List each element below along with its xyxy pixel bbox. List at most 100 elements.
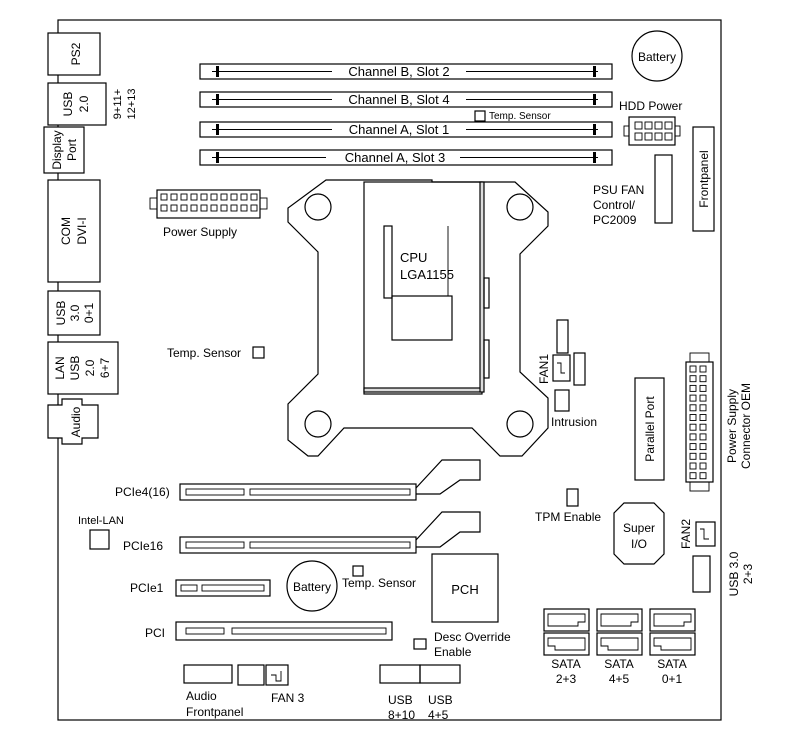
sata-23-label-b: 2+3 xyxy=(556,672,577,686)
usb-810-header: USB 8+10 xyxy=(379,664,421,722)
connector-pin xyxy=(699,472,707,480)
sata-connector-23: SATA 2+3 xyxy=(543,608,590,686)
usb30-right-label-b: 2+3 xyxy=(741,563,755,584)
super-io-label-b: I/O xyxy=(631,537,647,551)
desc-override-label-b: Enable xyxy=(434,645,472,659)
pcie4-slot: PCIe4(16) xyxy=(115,459,481,501)
sata-23-label-a: SATA xyxy=(551,657,581,671)
pcie1-slot: PCIe1 xyxy=(130,579,271,597)
connector-pin xyxy=(210,193,218,201)
audio-fp-label-b: Frontpanel xyxy=(186,705,243,719)
pcie1-label: PCIe1 xyxy=(130,581,164,595)
pci-slot: PCI xyxy=(145,621,393,641)
connector-pin xyxy=(220,193,228,201)
temp-sensor-bottom-label: Temp. Sensor xyxy=(342,576,416,590)
connector-pin xyxy=(230,193,238,201)
connector-pin xyxy=(190,204,198,212)
fan3-label: FAN 3 xyxy=(271,691,305,705)
battery-bottom-label: Battery xyxy=(293,580,331,594)
intel-lan-chip: Intel-LAN xyxy=(78,515,124,550)
connector-pin xyxy=(689,394,697,402)
frontpanel-label: Frontpanel xyxy=(697,150,711,207)
connector-pin xyxy=(160,204,168,212)
display-port: Display Port xyxy=(43,126,85,174)
audio-jack: Audio xyxy=(47,398,99,445)
connector-pin xyxy=(699,404,707,412)
sata-45-label-a: SATA xyxy=(604,657,634,671)
psu-fan-label-c: PC2009 xyxy=(593,213,637,227)
connector-pin xyxy=(689,404,697,412)
connector-pin xyxy=(689,433,697,441)
atx-pins xyxy=(160,193,258,212)
dimm-b2-label: Channel B, Slot 2 xyxy=(348,64,449,79)
usb45-label-a: USB xyxy=(428,693,453,707)
power-supply-label: Power Supply xyxy=(163,225,237,239)
com-dvi-port: COM DVI-I xyxy=(47,179,101,283)
connector-pin xyxy=(200,204,208,212)
hdd-power-connector: HDD Power xyxy=(619,99,682,146)
pch-label: PCH xyxy=(451,582,478,597)
tpm-enable-label: TPM Enable xyxy=(535,510,601,524)
lan-label-a: LAN xyxy=(53,356,67,379)
sata-45-label-b: 4+5 xyxy=(609,672,630,686)
hdd-power-label: HDD Power xyxy=(619,99,682,113)
sata-01-label-a: SATA xyxy=(657,657,687,671)
parallel-port-label: Parallel Port xyxy=(643,396,657,462)
dimm-a1-label: Channel A, Slot 1 xyxy=(349,122,449,137)
fan2-header: FAN2 xyxy=(679,519,716,549)
battery-top: Battery xyxy=(631,30,683,82)
pch-chip: PCH xyxy=(431,553,499,623)
connector-pin xyxy=(699,365,707,373)
usb810-label-b: 8+10 xyxy=(388,708,415,722)
connector-pin xyxy=(689,423,697,431)
psu-fan-label-b: Control/ xyxy=(593,198,636,212)
ps2-label: PS2 xyxy=(69,42,83,65)
lan-label-c: 2.0 xyxy=(83,359,97,376)
usb20-port-top: USB 2.0 9+11+ 12+13 xyxy=(47,82,138,126)
psu-conn-label-b: Connector OEM xyxy=(739,383,753,469)
connector-pin xyxy=(699,384,707,392)
audio-fp-label-a: Audio xyxy=(186,689,217,703)
connector-pin xyxy=(170,193,178,201)
dimm-slot-b2: Channel B, Slot 2 xyxy=(199,63,613,80)
usb45-label-b: 4+5 xyxy=(428,708,449,722)
connector-pin xyxy=(230,204,238,212)
dimm-a3-label: Channel A, Slot 3 xyxy=(345,150,445,165)
usb30-rear-label-b: 3.0 xyxy=(68,304,82,321)
cpu-socket: CPU LGA1155 xyxy=(287,179,549,457)
dvi-label: DVI-I xyxy=(75,217,89,244)
sata-01-label-b: 0+1 xyxy=(662,672,683,686)
connector-pin xyxy=(689,375,697,383)
connector-pin xyxy=(699,443,707,451)
usb-ports-label-b: 12+13 xyxy=(126,89,138,120)
connector-pin xyxy=(210,204,218,212)
connector-pin xyxy=(250,193,258,201)
connector-pin xyxy=(689,472,697,480)
fan1-label: FAN1 xyxy=(537,354,551,384)
connector-pin xyxy=(180,193,188,201)
battery-bottom: Battery xyxy=(286,560,338,612)
connector-pin xyxy=(689,443,697,451)
usb30-rear-label-a: USB xyxy=(54,301,68,326)
super-io-label-a: Super xyxy=(623,521,655,535)
psu-conn-label-a: Power Supply xyxy=(725,389,739,463)
super-io-chip: Super I/O xyxy=(613,502,665,565)
temp-sensor-left: Temp. Sensor xyxy=(167,346,265,360)
connector-pin xyxy=(160,193,168,201)
usb20-top-label-a: USB xyxy=(61,92,75,117)
tpm-enable-jumper: TPM Enable xyxy=(535,488,601,524)
lan-label-b: USB xyxy=(68,356,82,381)
fan3-header: FAN 3 xyxy=(237,664,305,705)
connector-pin xyxy=(699,414,707,421)
desc-override-label-a: Desc Override xyxy=(434,630,511,644)
cpu-label-a: CPU xyxy=(400,250,427,265)
atx-power-connector: Power Supply xyxy=(149,189,268,239)
usb30-right-label-a: USB 3.0 xyxy=(727,551,741,596)
oem-pins xyxy=(689,365,707,480)
audio-label: Audio xyxy=(69,406,83,437)
connector-pin xyxy=(699,423,707,431)
pcie4-label: PCIe4(16) xyxy=(115,485,170,499)
psu-oem-connector: Power Supply Connector OEM xyxy=(685,352,753,492)
psu-fan-control: PSU FAN Control/ PC2009 xyxy=(593,154,673,227)
